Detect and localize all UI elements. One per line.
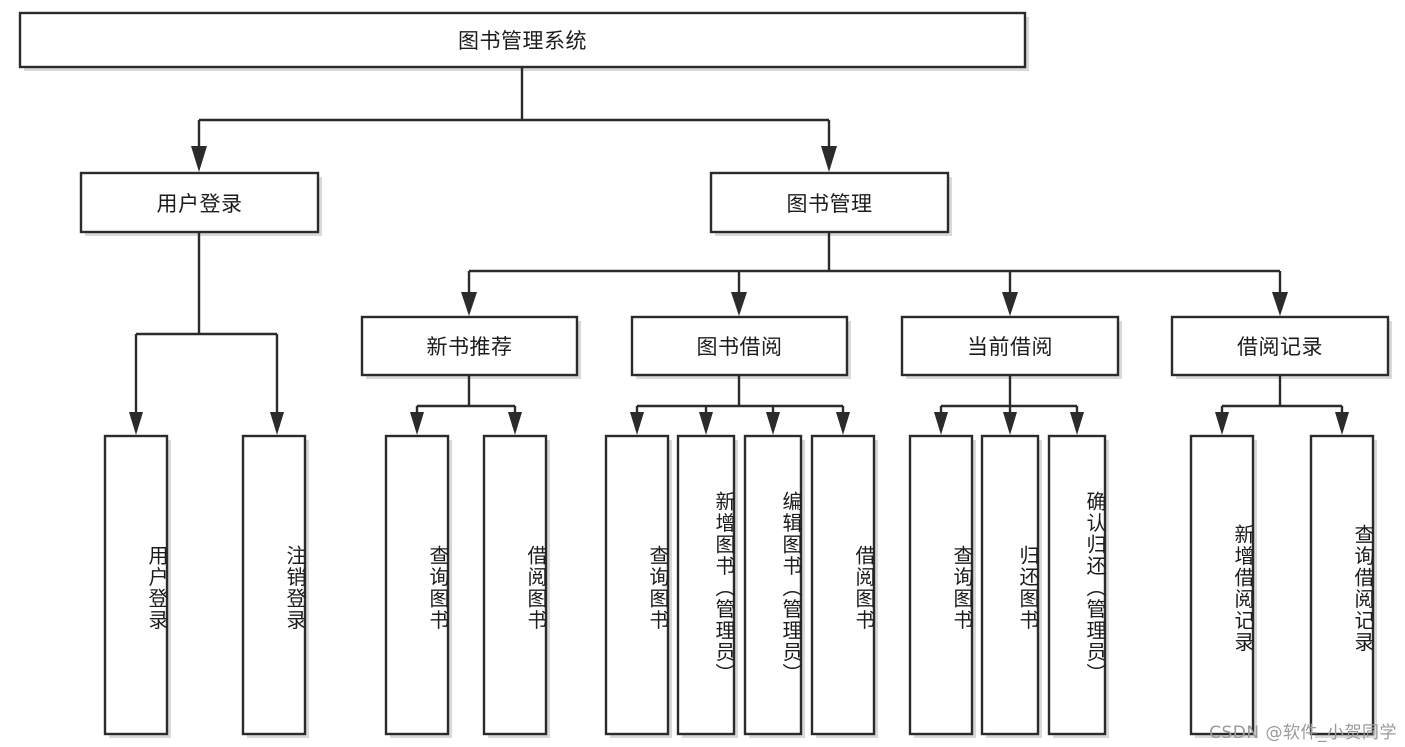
connector-arrowheads <box>129 146 1349 435</box>
csdn-watermark: CSDN @软件_小贺同学 <box>1209 723 1397 743</box>
node-boxes <box>18 11 1390 736</box>
